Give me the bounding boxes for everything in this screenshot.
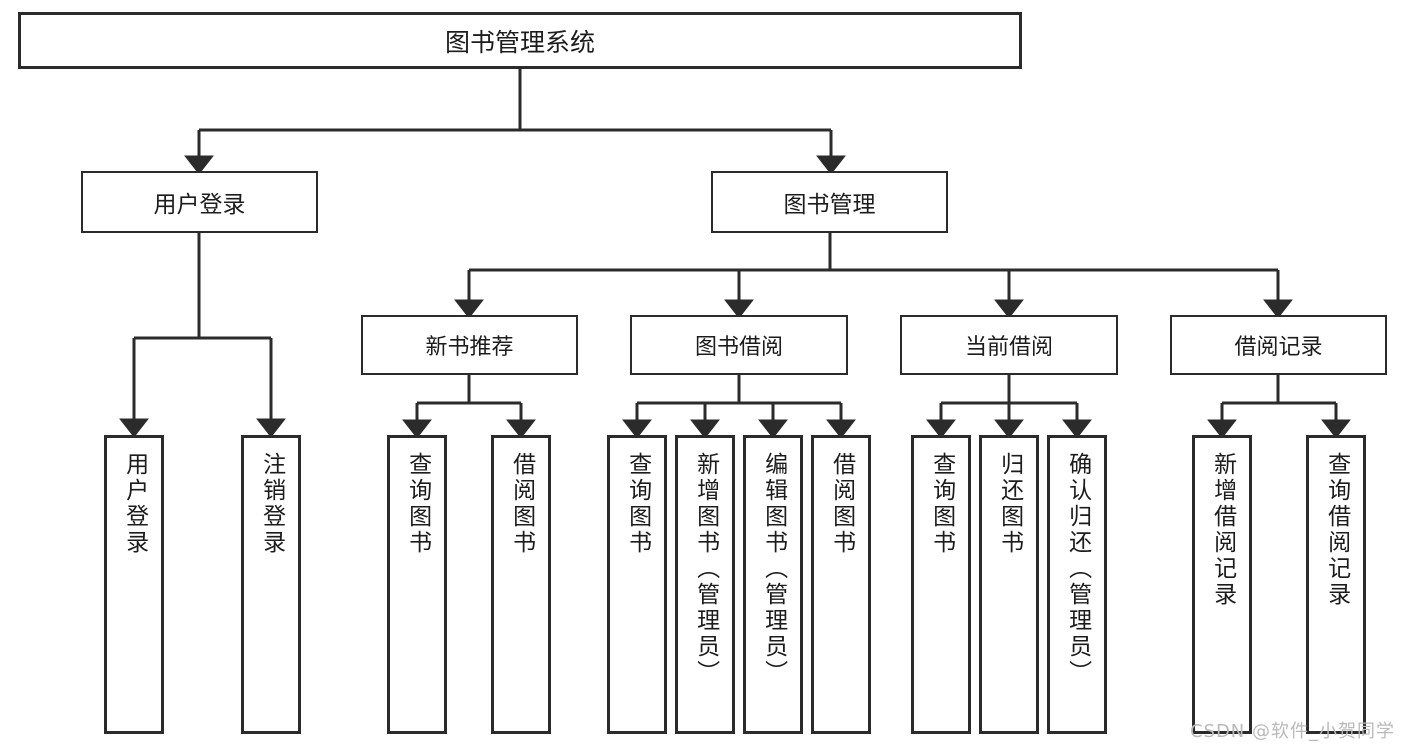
leaf-label: 新增借阅记录 <box>1209 452 1236 608</box>
node-label: 图书借阅 <box>694 335 783 360</box>
leaf-label: 借阅图书 <box>508 452 535 556</box>
node-new-book-recommend[interactable]: 新书推荐 <box>361 315 578 375</box>
leaf-label: 查询图书 <box>928 452 955 556</box>
leaf-user-login-login[interactable]: 用户登录 <box>104 435 164 734</box>
node-current-borrow[interactable]: 当前借阅 <box>900 315 1118 375</box>
leaf-label: 借阅图书 <box>828 452 855 556</box>
leaf-current-return-book[interactable]: 归还图书 <box>979 435 1039 734</box>
leaf-record-query-record[interactable]: 查询借阅记录 <box>1306 435 1366 734</box>
node-book-borrow[interactable]: 图书借阅 <box>630 315 848 375</box>
node-label: 用户登录 <box>153 192 246 218</box>
leaf-label: 新增图书（管理员） <box>692 452 719 686</box>
node-label: 图书管理 <box>783 192 876 218</box>
leaf-label: 归还图书 <box>996 452 1023 556</box>
leaf-recommend-borrow-book[interactable]: 借阅图书 <box>491 435 551 734</box>
leaf-label: 查询图书 <box>404 452 431 556</box>
leaf-borrow-edit-book-admin[interactable]: 编辑图书（管理员） <box>743 435 803 734</box>
leaf-label: 查询图书 <box>624 452 651 556</box>
leaf-label: 编辑图书（管理员） <box>760 452 787 686</box>
leaf-record-add-record[interactable]: 新增借阅记录 <box>1192 435 1252 734</box>
leaf-current-query-book[interactable]: 查询图书 <box>911 435 971 734</box>
leaf-borrow-query-book[interactable]: 查询图书 <box>607 435 667 734</box>
leaf-borrow-add-book-admin[interactable]: 新增图书（管理员） <box>675 435 735 734</box>
node-label: 图书管理系统 <box>444 27 595 57</box>
csdn-watermark: CSDN @软件_小贺同学 <box>1189 721 1395 742</box>
leaf-user-login-logout[interactable]: 注销登录 <box>241 435 301 734</box>
node-book-management[interactable]: 图书管理 <box>711 171 948 233</box>
node-label: 当前借阅 <box>964 335 1053 360</box>
leaf-label: 注销登录 <box>258 452 285 556</box>
node-label: 借阅记录 <box>1234 335 1323 360</box>
node-user-login[interactable]: 用户登录 <box>81 171 318 233</box>
leaf-recommend-query-book[interactable]: 查询图书 <box>387 435 447 734</box>
leaf-label: 查询借阅记录 <box>1323 452 1350 608</box>
leaf-borrow-borrow-book[interactable]: 借阅图书 <box>811 435 871 734</box>
node-label: 新书推荐 <box>425 335 514 360</box>
node-root-book-management-system[interactable]: 图书管理系统 <box>18 12 1022 69</box>
leaf-current-confirm-return-admin[interactable]: 确认归还（管理员） <box>1047 435 1107 734</box>
node-borrow-record[interactable]: 借阅记录 <box>1170 315 1387 375</box>
leaf-label: 确认归还（管理员） <box>1064 452 1091 686</box>
leaf-label: 用户登录 <box>121 452 148 556</box>
